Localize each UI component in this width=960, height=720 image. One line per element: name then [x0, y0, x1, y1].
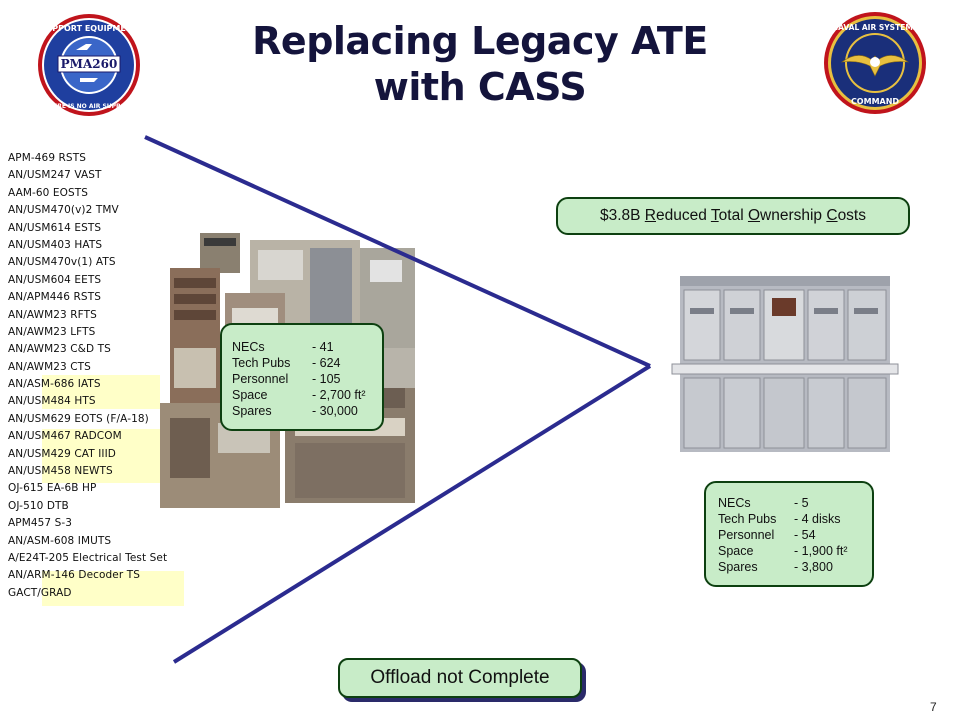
stat-row: Spares - 3,800 [718, 559, 872, 575]
legacy-highlight-2 [42, 429, 162, 483]
list-item: AN/USM604 EETS [8, 273, 102, 286]
page-number: 7 [930, 700, 937, 714]
title-line-1: Replacing Legacy ATE [252, 19, 708, 63]
stat-label: Tech Pubs [718, 512, 777, 526]
cost-word: osts [837, 207, 866, 224]
list-item: AN/AWM23 CTS [8, 360, 91, 373]
list-item: AN/USM429 CAT IIID [8, 447, 116, 460]
cass-stats-box: NECs - 5 Tech Pubs - 4 disks Personnel - 54… [704, 481, 874, 587]
offload-status-button[interactable]: Offload not Complete [338, 658, 582, 698]
list-item: AN/USM470(v)2 TMV [8, 204, 119, 217]
slide-title: Replacing Legacy ATE with CASS [210, 18, 750, 110]
list-item: AN/USM467 RADCOM [8, 430, 122, 443]
stat-label: Space [718, 544, 754, 558]
stat-value: - 624 [312, 356, 341, 370]
cost-savings-box: $3.8B Reduced Total Ownership Costs [556, 197, 910, 235]
list-item: AN/USM247 VAST [8, 169, 102, 182]
title-line-2: with CASS [373, 65, 587, 109]
list-item: OJ-615 EA-6B HP [8, 482, 97, 495]
list-item: AN/AWM23 C&D TS [8, 343, 111, 356]
stat-row: NECs - 41 [232, 339, 382, 355]
list-item: AN/USM629 EOTS (F/A-18) [8, 412, 149, 425]
svg-text:PMA260: PMA260 [61, 57, 118, 71]
stat-row: Tech Pubs - 624 [232, 355, 382, 371]
list-item: OJ-510 DTB [8, 499, 69, 512]
svg-text:THERE IS NO AIR SUPPORT: THERE IS NO AIR SUPPORT [44, 103, 135, 110]
list-item: AN/USM458 NEWTS [8, 465, 113, 478]
list-item: APM-469 RSTS [8, 152, 86, 164]
stat-row: Space - 1,900 ft² [718, 543, 872, 559]
navair-seal-icon: NAVAL AIR SYSTEMS COMMAND [824, 12, 926, 114]
list-item: AN/ASM-608 IMUTS [8, 534, 112, 547]
stat-value: - 30,000 [312, 404, 358, 418]
list-item: AN/ASM-686 IATS [8, 378, 101, 391]
stat-label: Spares [232, 404, 272, 418]
list-item: AAM-60 EOSTS [8, 186, 89, 199]
cost-word: otal [718, 207, 748, 224]
list-item: AN/USM614 ESTS [8, 221, 102, 234]
stat-value: - 1,900 ft² [794, 544, 848, 558]
stat-row: Spares - 30,000 [232, 403, 382, 419]
legacy-highlight-1 [42, 375, 166, 409]
list-item: AN/APM446 RSTS [8, 291, 101, 304]
cost-letter: R [644, 207, 656, 224]
legacy-ate-list: APM-469 RSTS AN/USM247 VAST AAM-60 EOSTS… [8, 150, 198, 602]
cost-word: wnership [760, 207, 827, 224]
legacy-highlight-3 [42, 571, 184, 606]
list-item: AN/ARM-146 Decoder TS [8, 569, 140, 582]
stat-row: Tech Pubs - 4 disks [718, 511, 872, 527]
stat-value: - 5 [794, 496, 809, 510]
stat-value: - 4 disks [794, 512, 841, 526]
list-item: GACT/GRAD [8, 586, 72, 599]
cost-amount: $3.8B [599, 207, 645, 224]
list-item: AN/USM403 HATS [8, 238, 103, 251]
cost-letter: C [826, 207, 838, 224]
stat-label: NECs [232, 340, 265, 354]
cost-word: educed [656, 207, 711, 224]
stat-label: Space [232, 388, 268, 402]
cost-letter: T [710, 207, 719, 224]
stat-value: - 2,700 ft² [312, 388, 366, 402]
list-item: A/E24T-205 Electrical Test Set [8, 551, 168, 564]
stat-label: Tech Pubs [232, 356, 291, 370]
stat-value: - 3,800 [794, 560, 833, 574]
list-item: AN/USM470v(1) ATS [8, 256, 116, 269]
stat-value: - 54 [794, 528, 816, 542]
cass-station-photo [662, 268, 902, 468]
list-item: AN/USM484 HTS [8, 395, 96, 408]
list-item: APM457 S-3 [8, 517, 73, 530]
stat-label: Personnel [232, 372, 289, 386]
stat-value: - 105 [312, 372, 341, 386]
pma260-seal-icon: PMA260 SUPPORT EQUIPMENT THERE IS NO AIR… [38, 14, 140, 116]
stat-label: Personnel [718, 528, 775, 542]
stat-label: Spares [718, 560, 758, 574]
stat-row: NECs - 5 [718, 495, 872, 511]
svg-text:SUPPORT EQUIPMENT: SUPPORT EQUIPMENT [40, 24, 139, 33]
cost-letter: O [747, 207, 761, 224]
stat-row: Personnel - 105 [232, 371, 382, 387]
legacy-stats-box: NECs - 41 Tech Pubs - 624 Personnel - 105 S… [220, 323, 384, 431]
list-item: AN/AWM23 LFTS [8, 325, 96, 338]
list-item: AN/AWM23 RFTS [8, 308, 97, 321]
stat-row: Personnel - 54 [718, 527, 872, 543]
stat-label: NECs [718, 496, 751, 510]
stat-value: - 41 [312, 340, 334, 354]
svg-text:COMMAND: COMMAND [851, 97, 899, 106]
svg-text:NAVAL AIR SYSTEMS: NAVAL AIR SYSTEMS [832, 23, 918, 32]
stat-row: Space - 2,700 ft² [232, 387, 382, 403]
